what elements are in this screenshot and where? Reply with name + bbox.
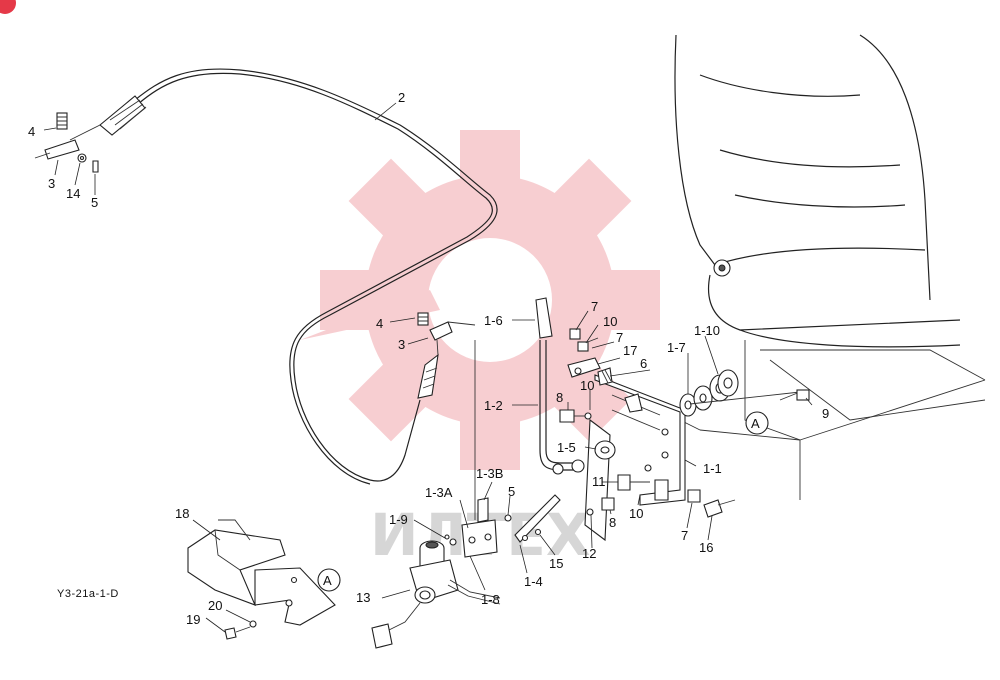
cable-clamp-upper (34, 112, 99, 173)
cover-plate (187, 519, 336, 626)
callout-16: 16 (699, 540, 713, 555)
callout-3-lower: 3 (398, 337, 405, 352)
bolt-19 (224, 620, 257, 640)
callout-1-9: 1-9 (389, 512, 408, 527)
callout-1-8: 1-8 (481, 592, 500, 607)
callout-1-7: 1-7 (667, 340, 686, 355)
callout-10-b: 10 (580, 378, 594, 393)
watermark-gear-icon (300, 130, 660, 470)
hardware-cluster (559, 328, 652, 516)
callout-labels: 2 4 3 14 5 4 3 1-6 1-2 7 10 7 17 6 10 8 … (28, 90, 829, 627)
callout-5-lower: 5 (508, 484, 515, 499)
diagram-code: Y3-21a-1-D (57, 588, 119, 600)
reference-marker-right: A (745, 411, 769, 435)
operator-seat (674, 34, 986, 500)
cable-ferrule-lower (417, 339, 439, 399)
solenoid-bracket (444, 494, 561, 558)
callout-1-2: 1-2 (484, 398, 503, 413)
callout-12: 12 (582, 546, 596, 561)
callout-1-4: 1-4 (524, 574, 543, 589)
callout-1-1: 1-1 (703, 461, 722, 476)
control-lever (535, 297, 585, 475)
callout-11: 11 (592, 474, 606, 489)
callout-15: 15 (549, 556, 563, 571)
solenoid (371, 540, 501, 649)
reference-marker-left: A (317, 568, 341, 592)
cable-ferrule-upper (69, 95, 147, 141)
callout-6: 6 (640, 356, 647, 371)
callout-7-a: 7 (591, 299, 598, 314)
callout-5-upper: 5 (91, 195, 98, 210)
callout-9: 9 (822, 406, 829, 421)
callout-10-c: 10 (629, 506, 643, 521)
callout-2: 2 (398, 90, 405, 105)
callout-8-a: 8 (556, 390, 563, 405)
cable-assembly (69, 68, 498, 485)
callout-4-lower: 4 (376, 316, 383, 331)
callout-1-10: 1-10 (694, 323, 720, 338)
callout-1-6: 1-6 (484, 313, 503, 328)
callout-20: 20 (208, 598, 222, 613)
callout-3-upper: 3 (48, 176, 55, 191)
callout-18: 18 (175, 506, 189, 521)
callout-7-c: 7 (681, 528, 688, 543)
callout-1-3b: 1-3B (476, 466, 503, 481)
callout-1-5: 1-5 (557, 440, 576, 455)
callout-14: 14 (66, 186, 80, 201)
callout-19: 19 (186, 612, 200, 627)
callout-13: 13 (356, 590, 370, 605)
svg-text:A: A (751, 416, 760, 431)
callout-10-a: 10 (603, 314, 617, 329)
leader-lines (43, 102, 813, 633)
callout-1-3a: 1-3A (425, 485, 453, 500)
callout-4-upper: 4 (28, 124, 35, 139)
callout-8-b: 8 (609, 515, 616, 530)
right-hardware (679, 369, 810, 518)
cable-clamp-lower (417, 312, 476, 341)
callout-7-b: 7 (616, 330, 623, 345)
callout-17: 17 (623, 343, 637, 358)
svg-text:A: A (323, 573, 332, 588)
corner-badge (0, 0, 16, 14)
